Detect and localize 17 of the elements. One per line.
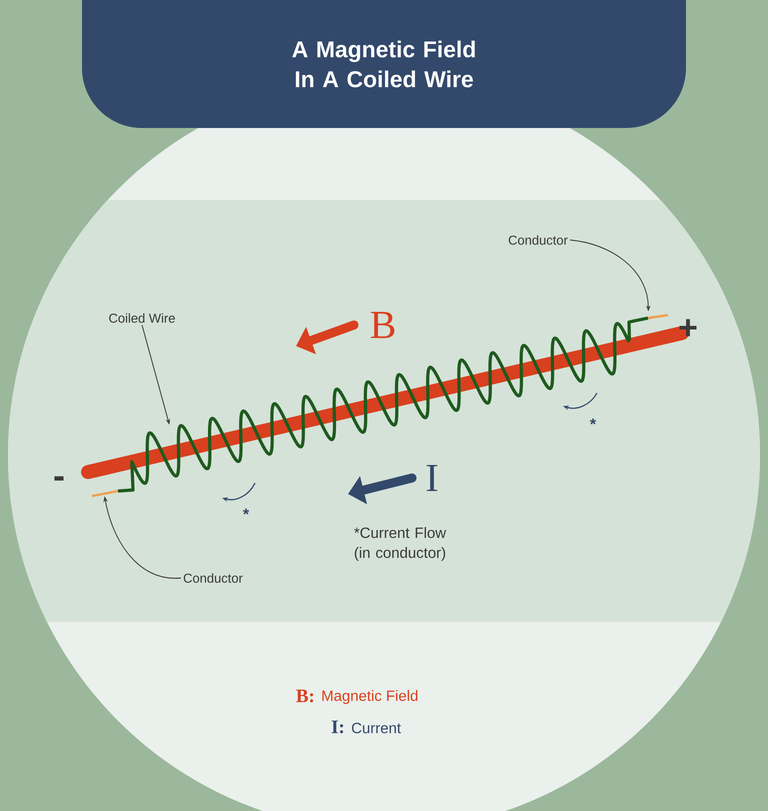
legend-text: Current	[352, 722, 401, 734]
conductor-end	[92, 490, 118, 498]
leader-label: Conductor	[508, 235, 568, 245]
asterisk: *	[242, 508, 250, 514]
plus-sign: +	[680, 319, 696, 336]
legend-symbol: I:	[332, 720, 344, 734]
legend-text: Magnetic Field	[322, 690, 418, 704]
conductor-end	[648, 314, 668, 320]
current-symbol: I	[426, 464, 438, 492]
note-text: *Current Flow (in conductor)	[354, 527, 446, 561]
legend-symbol: B:	[296, 690, 314, 702]
minus-sign: -	[54, 476, 64, 481]
leader-label: Coiled Wire	[109, 313, 175, 323]
leader-label: Conductor	[184, 573, 243, 583]
field-symbol: B	[370, 312, 394, 338]
title: A Magnetic Field In A Coiled Wire	[292, 40, 475, 88]
asterisk: *	[590, 418, 596, 424]
